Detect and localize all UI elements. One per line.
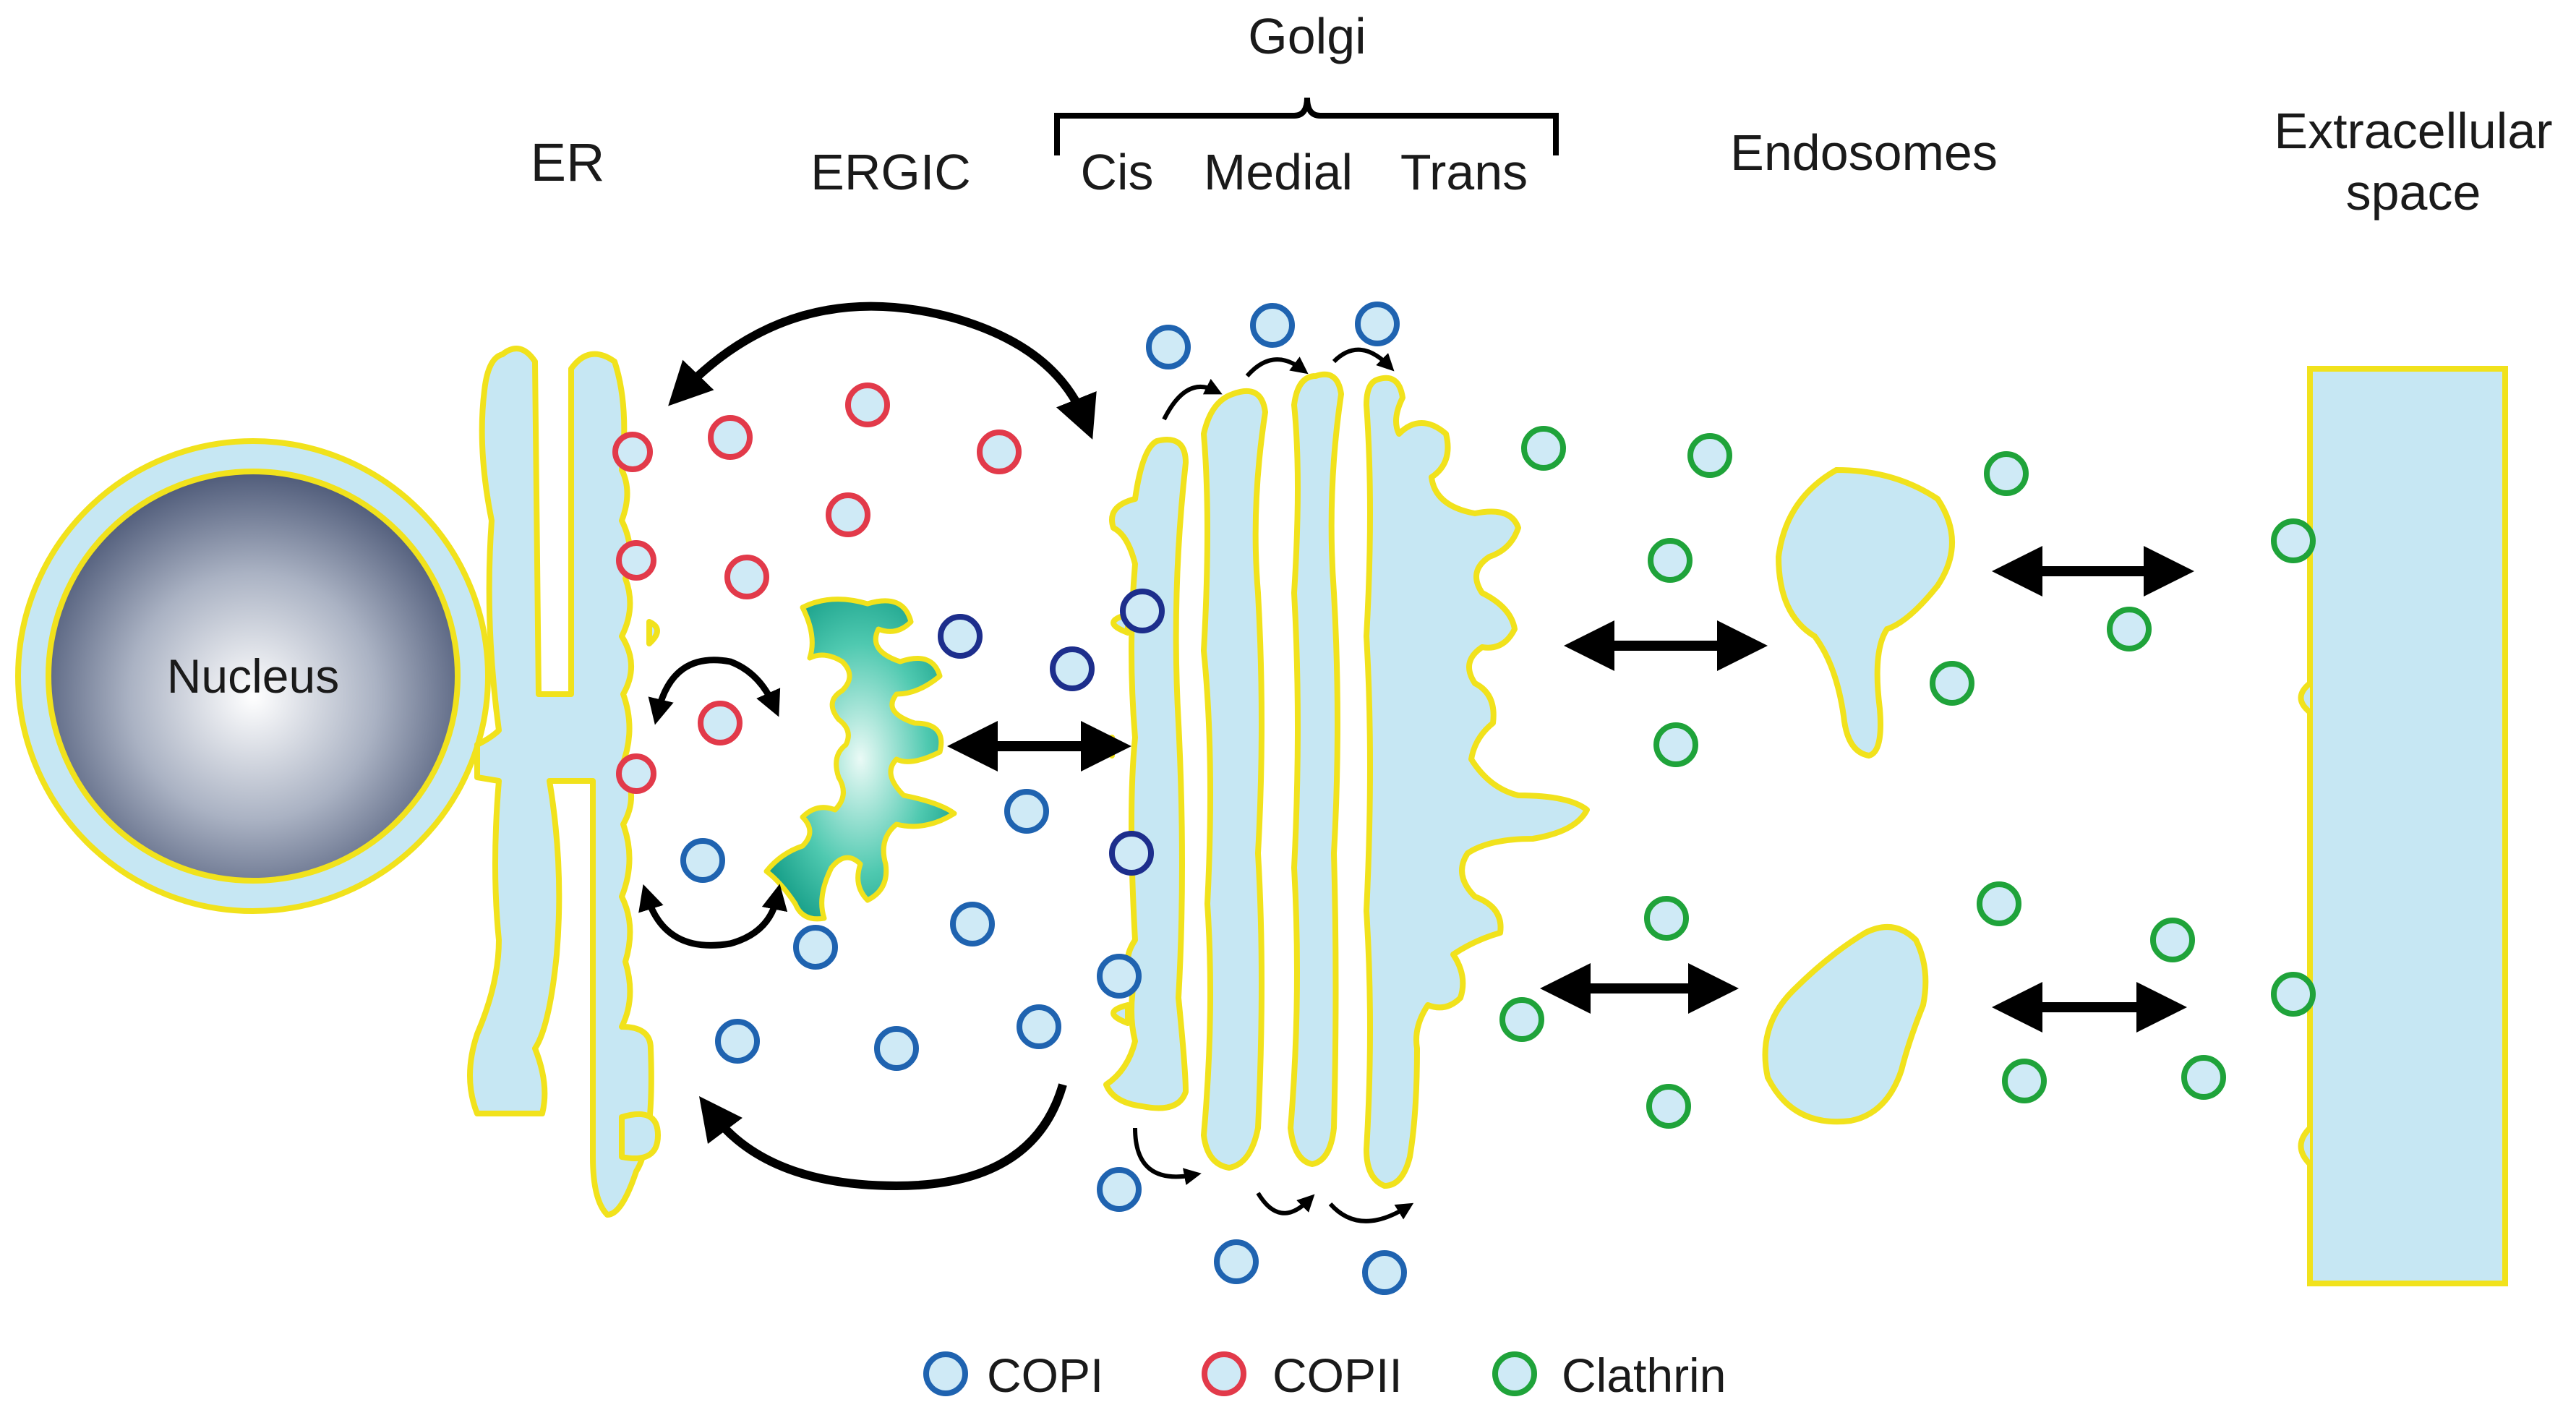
- legend: COPI COPII Clathrin: [923, 1349, 1726, 1402]
- copi-vesicle: [938, 614, 983, 659]
- golgi-stack: [1100, 371, 1590, 1189]
- golgi-medial-cisterna-1: [1201, 388, 1268, 1171]
- copi-vesicle: [1097, 954, 1142, 999]
- copi-vesicle: [1097, 1167, 1142, 1212]
- copi-vesicle: [1355, 302, 1400, 346]
- clathrin-vesicle: [1646, 1084, 1691, 1129]
- golgi-medial-cisterna-2: [1288, 371, 1344, 1167]
- golgi-top-loop-1: [1162, 378, 1223, 421]
- clathrin-vesicle: [1984, 451, 2029, 496]
- copii-vesicle: [616, 753, 656, 794]
- copii-vesicle: [616, 540, 656, 581]
- extracellular-compartment: [2307, 366, 2508, 1286]
- copi-vesicle: [1250, 303, 1295, 348]
- copi-vesicle: [1146, 325, 1191, 369]
- label-space: space: [2346, 164, 2481, 221]
- label-nucleus: Nucleus: [167, 649, 339, 703]
- endosome-lower: [1762, 924, 1929, 1125]
- legend-clathrin-swatch: [1492, 1351, 1537, 1396]
- golgi-bottom-loop-3: [1328, 1202, 1414, 1223]
- copii-vesicle: [977, 430, 1022, 474]
- copi-vesicle: [680, 838, 725, 883]
- nucleus: [46, 469, 461, 884]
- copii-vesicle: [698, 701, 743, 745]
- golgi-top-loop-2: [1245, 356, 1309, 378]
- copii-vesicle: [826, 492, 870, 537]
- clathrin-vesicle: [1644, 896, 1689, 941]
- legend-copi-label: COPI: [987, 1349, 1103, 1402]
- copi-vesicle: [1214, 1239, 1259, 1284]
- clathrin-vesicle: [1977, 881, 2021, 926]
- clathrin-vesicle: [1499, 997, 1544, 1042]
- golgi-trans-cisterna: [1364, 375, 1590, 1189]
- clathrin-vesicle: [1687, 433, 1732, 478]
- golgi-bottom-loop-2: [1256, 1192, 1315, 1215]
- copi-vesicle: [793, 925, 838, 970]
- copi-vesicle: [1362, 1250, 1407, 1295]
- endosome-upper: [1775, 466, 1955, 759]
- cycle-arrow-lower: [638, 884, 788, 949]
- label-golgi: Golgi: [1248, 8, 1366, 64]
- clathrin-vesicle: [1521, 426, 1566, 471]
- clathrin-vesicle: [2150, 918, 2195, 962]
- copii-vesicle: [612, 432, 653, 472]
- copii-vesicle: [708, 415, 753, 460]
- copii-vesicle: [845, 383, 890, 427]
- clathrin-vesicle: [2002, 1059, 2047, 1103]
- copi-vesicle: [1120, 589, 1165, 633]
- label-er: ER: [531, 132, 605, 192]
- clathrin-vesicle: [2271, 972, 2316, 1017]
- legend-copii-label: COPII: [1272, 1349, 1403, 1402]
- clathrin-vesicle: [1648, 538, 1693, 583]
- copi-vesicles: [680, 302, 1407, 1295]
- clathrin-vesicles: [1499, 426, 2316, 1129]
- trafficking-arrows: [638, 302, 1414, 1223]
- label-endosomes: Endosomes: [1730, 124, 1998, 181]
- clathrin-vesicle: [2107, 607, 2152, 651]
- legend-copii-swatch: [1202, 1351, 1246, 1396]
- retrograde-arrow: [698, 1083, 1067, 1191]
- copi-vesicle: [1004, 789, 1049, 834]
- label-medial: Medial: [1204, 144, 1353, 200]
- anterograde-arrow: [668, 302, 1097, 440]
- label-trans: Trans: [1400, 144, 1528, 200]
- copi-vesicle: [715, 1019, 760, 1064]
- golgi-bracket: [1054, 97, 1559, 155]
- golgi-cis-cisterna: [1103, 437, 1189, 1111]
- legend-clathrin-label: Clathrin: [1562, 1349, 1726, 1402]
- label-cis: Cis: [1080, 144, 1153, 200]
- clathrin-vesicle: [2181, 1055, 2226, 1100]
- copi-vesicle: [1017, 1004, 1061, 1049]
- copii-vesicles: [612, 383, 1022, 794]
- ergic-compartment: [763, 597, 957, 922]
- clathrin-vesicle: [1653, 722, 1698, 767]
- copii-vesicle: [724, 555, 769, 599]
- golgi-bottom-loop-1: [1133, 1127, 1202, 1186]
- legend-copi-swatch: [923, 1351, 968, 1396]
- copi-vesicle: [1109, 831, 1154, 876]
- clathrin-vesicle: [1930, 661, 1974, 706]
- copi-vesicle: [950, 902, 995, 946]
- golgi-top-loop-3: [1332, 347, 1395, 372]
- copi-vesicle: [874, 1026, 919, 1071]
- label-ergic: ERGIC: [810, 144, 971, 200]
- cycle-arrow-upper: [648, 657, 781, 725]
- exchange-arrows: [947, 546, 2194, 1033]
- clathrin-vesicle: [2271, 518, 2316, 563]
- label-extracellular: Extracellular: [2274, 103, 2552, 159]
- copi-vesicle: [1050, 646, 1095, 691]
